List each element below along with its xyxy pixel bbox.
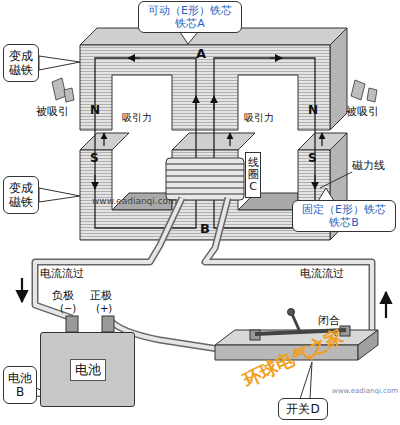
cable-outer	[35, 198, 182, 318]
pole-letter: N	[90, 104, 100, 117]
flux-arrow	[128, 57, 140, 58]
current-arrows	[22, 278, 386, 318]
core-letter: B	[200, 222, 210, 236]
core-leg-top	[80, 133, 129, 150]
node-text: 变成磁铁	[4, 49, 38, 77]
coil-turn	[166, 176, 244, 177]
node-text: 固定（E形）铁芯 铁芯B	[293, 203, 395, 229]
terminal-post	[66, 316, 78, 332]
node-text: 可动（E形）铁芯 铁芯A	[139, 4, 241, 30]
terminal-label: 负极	[52, 290, 74, 302]
callout-pointer	[39, 188, 80, 202]
battery-terminals	[66, 316, 114, 332]
pole-letter: N	[308, 104, 318, 117]
flux-arrow	[195, 96, 196, 110]
coil-turn	[166, 194, 244, 195]
flux-arrow	[270, 57, 282, 58]
callout-pointer	[180, 32, 198, 44]
current-label: 电流流过	[300, 268, 344, 280]
fixed-core-callout: 固定（E形）铁芯 铁芯B	[292, 200, 396, 232]
cable-inner	[35, 198, 182, 318]
attraction-arrow	[229, 133, 230, 146]
movable-core-callout: 可动（E形）铁芯 铁芯A	[138, 1, 242, 33]
flux-arrow	[314, 175, 315, 189]
coil-turn	[166, 164, 244, 165]
battery-callout: 电池B	[3, 366, 37, 404]
attracted-pieces	[52, 78, 377, 102]
terminal-label: 正极	[90, 290, 112, 302]
iron-piece	[64, 88, 74, 102]
coil-turn	[166, 188, 244, 189]
switch-base-top	[215, 330, 378, 345]
coil-tag: 线圈C	[245, 152, 261, 198]
switch-knob	[288, 309, 295, 316]
callout-pointer	[39, 56, 80, 70]
core-side-face	[330, 28, 347, 130]
watermark: www.eadianqi.com	[332, 388, 398, 396]
terminal-post	[102, 316, 114, 332]
current-label: 电流流过	[40, 268, 84, 280]
switch-handle	[292, 314, 300, 332]
magnet-callout: 变成磁铁	[3, 44, 39, 82]
state-label: 闭合	[318, 315, 340, 327]
effect-label: 被吸引	[36, 106, 69, 118]
attraction-arrow	[103, 133, 104, 146]
coil-body	[166, 158, 244, 200]
node-text: 变成磁铁	[4, 181, 38, 209]
magnet-callout: 变成磁铁	[3, 176, 39, 214]
node-text: 开关D	[282, 402, 323, 416]
iron-piece	[351, 80, 365, 100]
coil-turn	[166, 170, 244, 171]
node-text: 电池	[70, 359, 106, 381]
flux-arrow	[94, 175, 95, 189]
switch-callout: 开关D	[278, 398, 328, 420]
flux-arrow	[213, 96, 214, 110]
force-label: 吸引力	[122, 112, 152, 123]
part-label: 磁力线	[352, 160, 385, 172]
watermark: www.eadianqi.com	[92, 197, 177, 207]
pole-letter: S	[308, 152, 317, 165]
core-letter: A	[196, 47, 206, 61]
attraction-arrows	[104, 133, 322, 146]
pole-letter: S	[90, 152, 99, 165]
node-text: 电池B	[4, 371, 36, 399]
iron-piece	[367, 88, 377, 102]
coil	[166, 158, 244, 200]
callout-pointer	[300, 362, 312, 399]
terminal-sign: (−)	[60, 303, 76, 314]
iron-piece	[52, 78, 66, 100]
effect-label: 被吸引	[346, 106, 379, 118]
current-arrow	[21, 278, 23, 302]
force-label: 吸引力	[244, 112, 274, 123]
switch-base-side	[358, 330, 378, 360]
terminal-sign: (+)	[96, 303, 112, 314]
leader-line	[320, 172, 352, 188]
node-text: 线圈C	[246, 157, 260, 193]
battery-body: 电池	[40, 332, 135, 407]
attraction-arrow	[321, 133, 322, 146]
coil-turn	[166, 182, 244, 183]
current-arrow	[385, 292, 387, 318]
